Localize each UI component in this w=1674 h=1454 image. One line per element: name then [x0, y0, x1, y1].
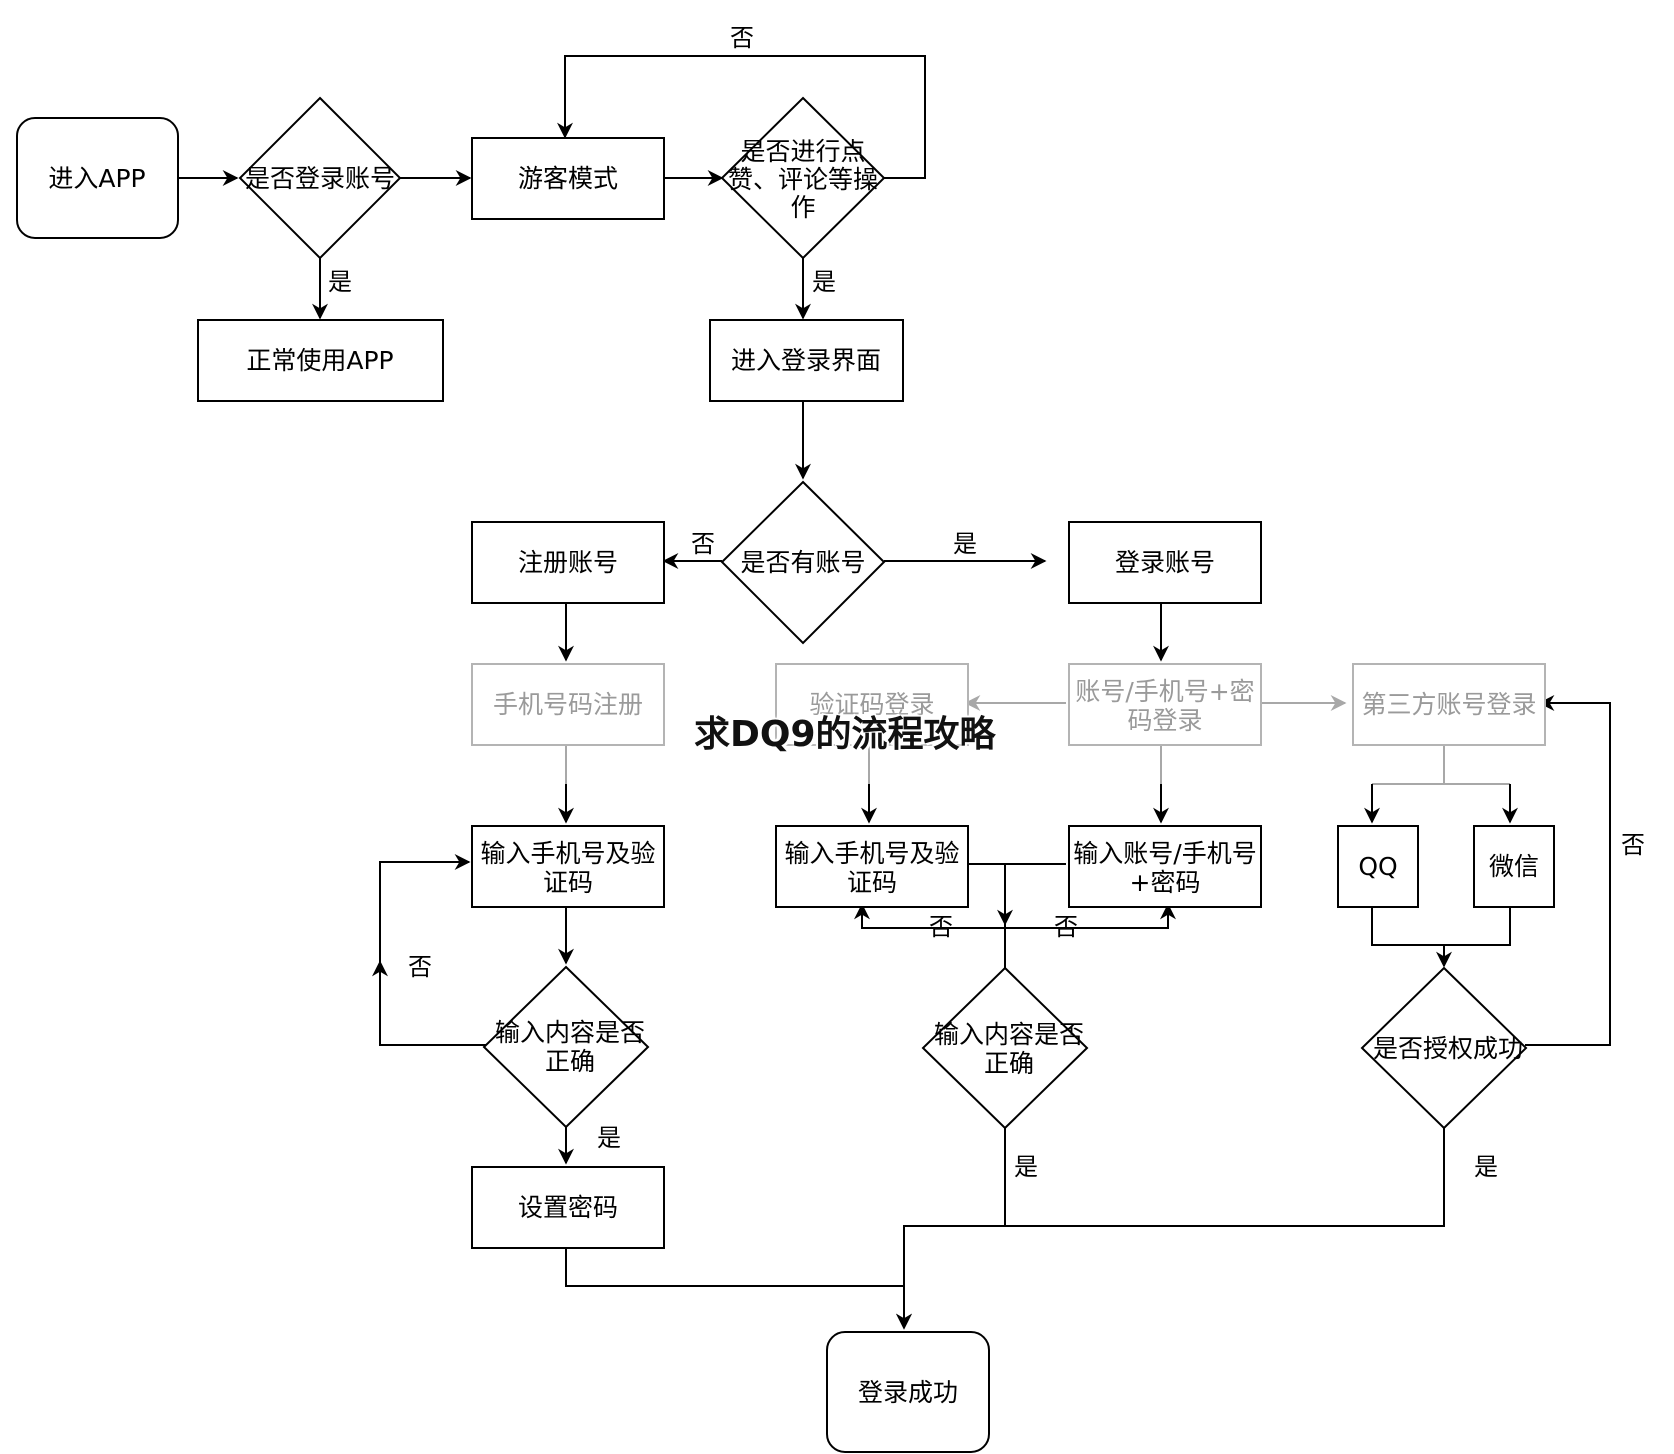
- edge-check-mid-to-success: [896, 1128, 1006, 1330]
- node-wechat: 微信: [1473, 825, 1555, 908]
- svg-text:是否有账号: 是否有账号: [740, 548, 865, 577]
- node-register: 注册账号: [471, 521, 665, 604]
- svg-text:QQ: QQ: [1358, 852, 1397, 881]
- check-mid-line-1: 输入内容是否: [934, 1020, 1084, 1049]
- edge-setpwd-to-success: [565, 1246, 912, 1330]
- like-comment-line-2: 赞、评论等操: [728, 165, 878, 194]
- node-check-input-mid: 输入内容是否 正确: [921, 966, 1089, 1130]
- edges: [178, 55, 1611, 1330]
- node-guest-mode: 游客模式: [471, 137, 665, 220]
- node-is-logged-in: 是否登录账号: [238, 96, 402, 260]
- node-third-party-login: 第三方账号登录: [1352, 663, 1546, 746]
- svg-text:进入登录界面: 进入登录界面: [731, 346, 881, 375]
- node-login-success: 登录成功: [826, 1331, 990, 1453]
- svg-text:是否登录账号: 是否登录账号: [245, 164, 395, 193]
- node-set-password: 设置密码: [471, 1166, 665, 1249]
- node-check-input-left: 输入内容是否 正确: [482, 965, 650, 1129]
- label-yes-login: 是: [812, 268, 836, 296]
- label-no-left-loop: 否: [408, 953, 432, 981]
- node-account-phone-pwd-login: 账号/手机号+密 码登录: [1068, 663, 1262, 746]
- node-enter-app: 进入APP: [16, 117, 179, 239]
- input-pwd-line-2: +密码: [1130, 868, 1201, 897]
- label-no-auth: 否: [1621, 831, 1645, 859]
- label-yes-mid: 是: [1014, 1153, 1038, 1181]
- like-comment-line-3: 作: [790, 193, 815, 222]
- svg-text:设置密码: 设置密码: [518, 1193, 618, 1222]
- node-login-account: 登录账号: [1068, 521, 1262, 604]
- node-has-account: 是否有账号: [720, 480, 886, 645]
- svg-text:微信: 微信: [1489, 852, 1539, 881]
- svg-text:注册账号: 注册账号: [518, 548, 618, 577]
- edge-auth-to-success: [904, 1127, 1445, 1227]
- pwd-login-line-1: 账号/手机号+密: [1075, 677, 1254, 706]
- check-left-line-1: 输入内容是否: [495, 1018, 645, 1047]
- svg-text:进入APP: 进入APP: [48, 164, 145, 193]
- label-yes-setpwd: 是: [597, 1124, 621, 1152]
- svg-text:正常使用APP: 正常使用APP: [246, 346, 393, 375]
- input-left-line-1: 输入手机号及验: [480, 839, 655, 868]
- label-yes-auth: 是: [1474, 1153, 1498, 1181]
- label-no-register: 否: [691, 530, 715, 558]
- node-input-account-pwd: 输入账号/手机号 +密码: [1068, 825, 1262, 908]
- like-comment-line-1: 是否进行点: [740, 137, 865, 166]
- label-no-code: 否: [929, 913, 953, 941]
- pwd-login-line-2: 码登录: [1127, 706, 1202, 735]
- input-left-line-2: 证码: [543, 868, 593, 897]
- node-input-phone-code-left: 输入手机号及验 证码: [471, 825, 665, 908]
- input-mid-line-1: 输入手机号及验: [784, 839, 959, 868]
- edge-action-no-loop: [557, 55, 926, 179]
- node-phone-register: 手机号码注册: [471, 663, 665, 746]
- svg-text:登录成功: 登录成功: [858, 1378, 958, 1407]
- svg-text:第三方账号登录: 第三方账号登录: [1361, 690, 1536, 719]
- edge-third-split: [1372, 744, 1445, 785]
- edge-check-mid-no-code: [854, 903, 1005, 929]
- svg-text:登录账号: 登录账号: [1115, 548, 1215, 577]
- edge-auth-no-loop: [1525, 695, 1611, 1046]
- edge-labels: 否 是 是 否 是 否 是 否 否 是 是 否: [328, 24, 1645, 1181]
- edge-check-left-no-loop: [379, 854, 486, 1046]
- node-qq: QQ: [1337, 825, 1419, 908]
- label-no-top: 否: [730, 24, 754, 52]
- input-mid-line-2: 证码: [847, 868, 897, 897]
- edge-code-input-merge: [966, 863, 1013, 926]
- label-no-pwd: 否: [1054, 913, 1078, 941]
- input-pwd-line-1: 输入账号/手机号: [1073, 839, 1256, 868]
- svg-text:游客模式: 游客模式: [518, 164, 618, 193]
- edge-check-mid-no-pwd: [1005, 903, 1176, 929]
- node-login-screen: 进入登录界面: [709, 319, 904, 402]
- node-input-phone-code-mid: 输入手机号及验 证码: [775, 825, 969, 908]
- node-auth-success: 是否授权成功: [1360, 966, 1528, 1130]
- node-code-login: 验证码登录: [775, 663, 969, 746]
- svg-text:手机号码注册: 手机号码注册: [493, 690, 643, 719]
- node-like-comment: 是否进行点 赞、评论等操 作: [720, 96, 886, 260]
- label-yes-normal: 是: [328, 268, 352, 296]
- label-yes-login-account: 是: [953, 530, 977, 558]
- svg-text:验证码登录: 验证码登录: [809, 690, 934, 719]
- node-normal-use: 正常使用APP: [197, 319, 444, 402]
- svg-text:是否授权成功: 是否授权成功: [1373, 1034, 1523, 1063]
- edge-qq-wechat-join: [1371, 905, 1511, 946]
- check-left-line-2: 正确: [545, 1047, 595, 1076]
- check-mid-line-2: 正确: [984, 1049, 1034, 1078]
- watermark-title: 求DQ9的流程攻略: [694, 714, 996, 755]
